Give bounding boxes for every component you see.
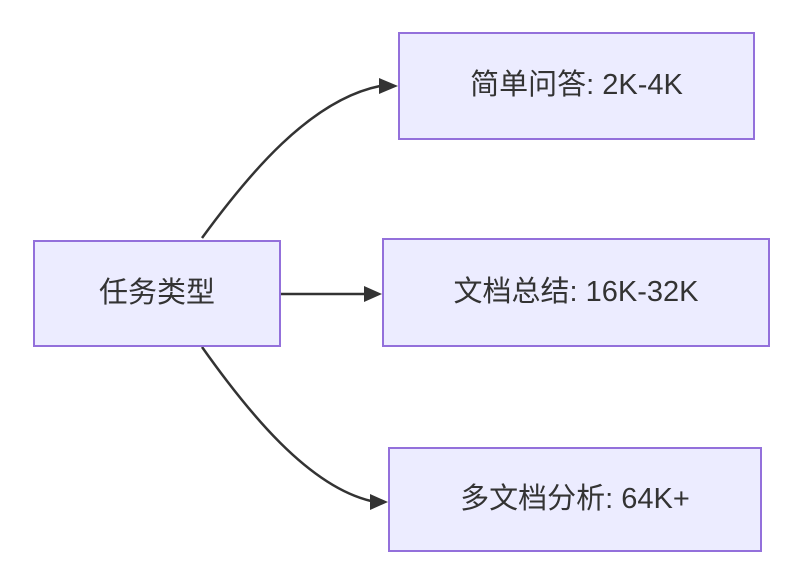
node-doc-summary-label: 文档总结: 16K-32K <box>453 275 699 308</box>
node-task-type-label: 任务类型 <box>98 276 215 309</box>
edge-task-type-to-simple-qa <box>200 84 381 239</box>
node-simple-qa-label: 简单问答: 2K-4K <box>470 69 683 102</box>
edge-task-type-to-multi-doc <box>200 346 372 503</box>
arrowhead-icon <box>370 494 388 510</box>
node-task-type: 任务类型 <box>33 240 281 347</box>
node-multi-doc-label: 多文档分析: 64K+ <box>460 482 690 515</box>
node-multi-doc: 多文档分析: 64K+ <box>388 447 762 552</box>
node-doc-summary: 文档总结: 16K-32K <box>382 238 770 347</box>
node-simple-qa: 简单问答: 2K-4K <box>398 32 755 140</box>
arrowhead-icon <box>364 286 382 302</box>
arrowhead-icon <box>379 78 398 94</box>
